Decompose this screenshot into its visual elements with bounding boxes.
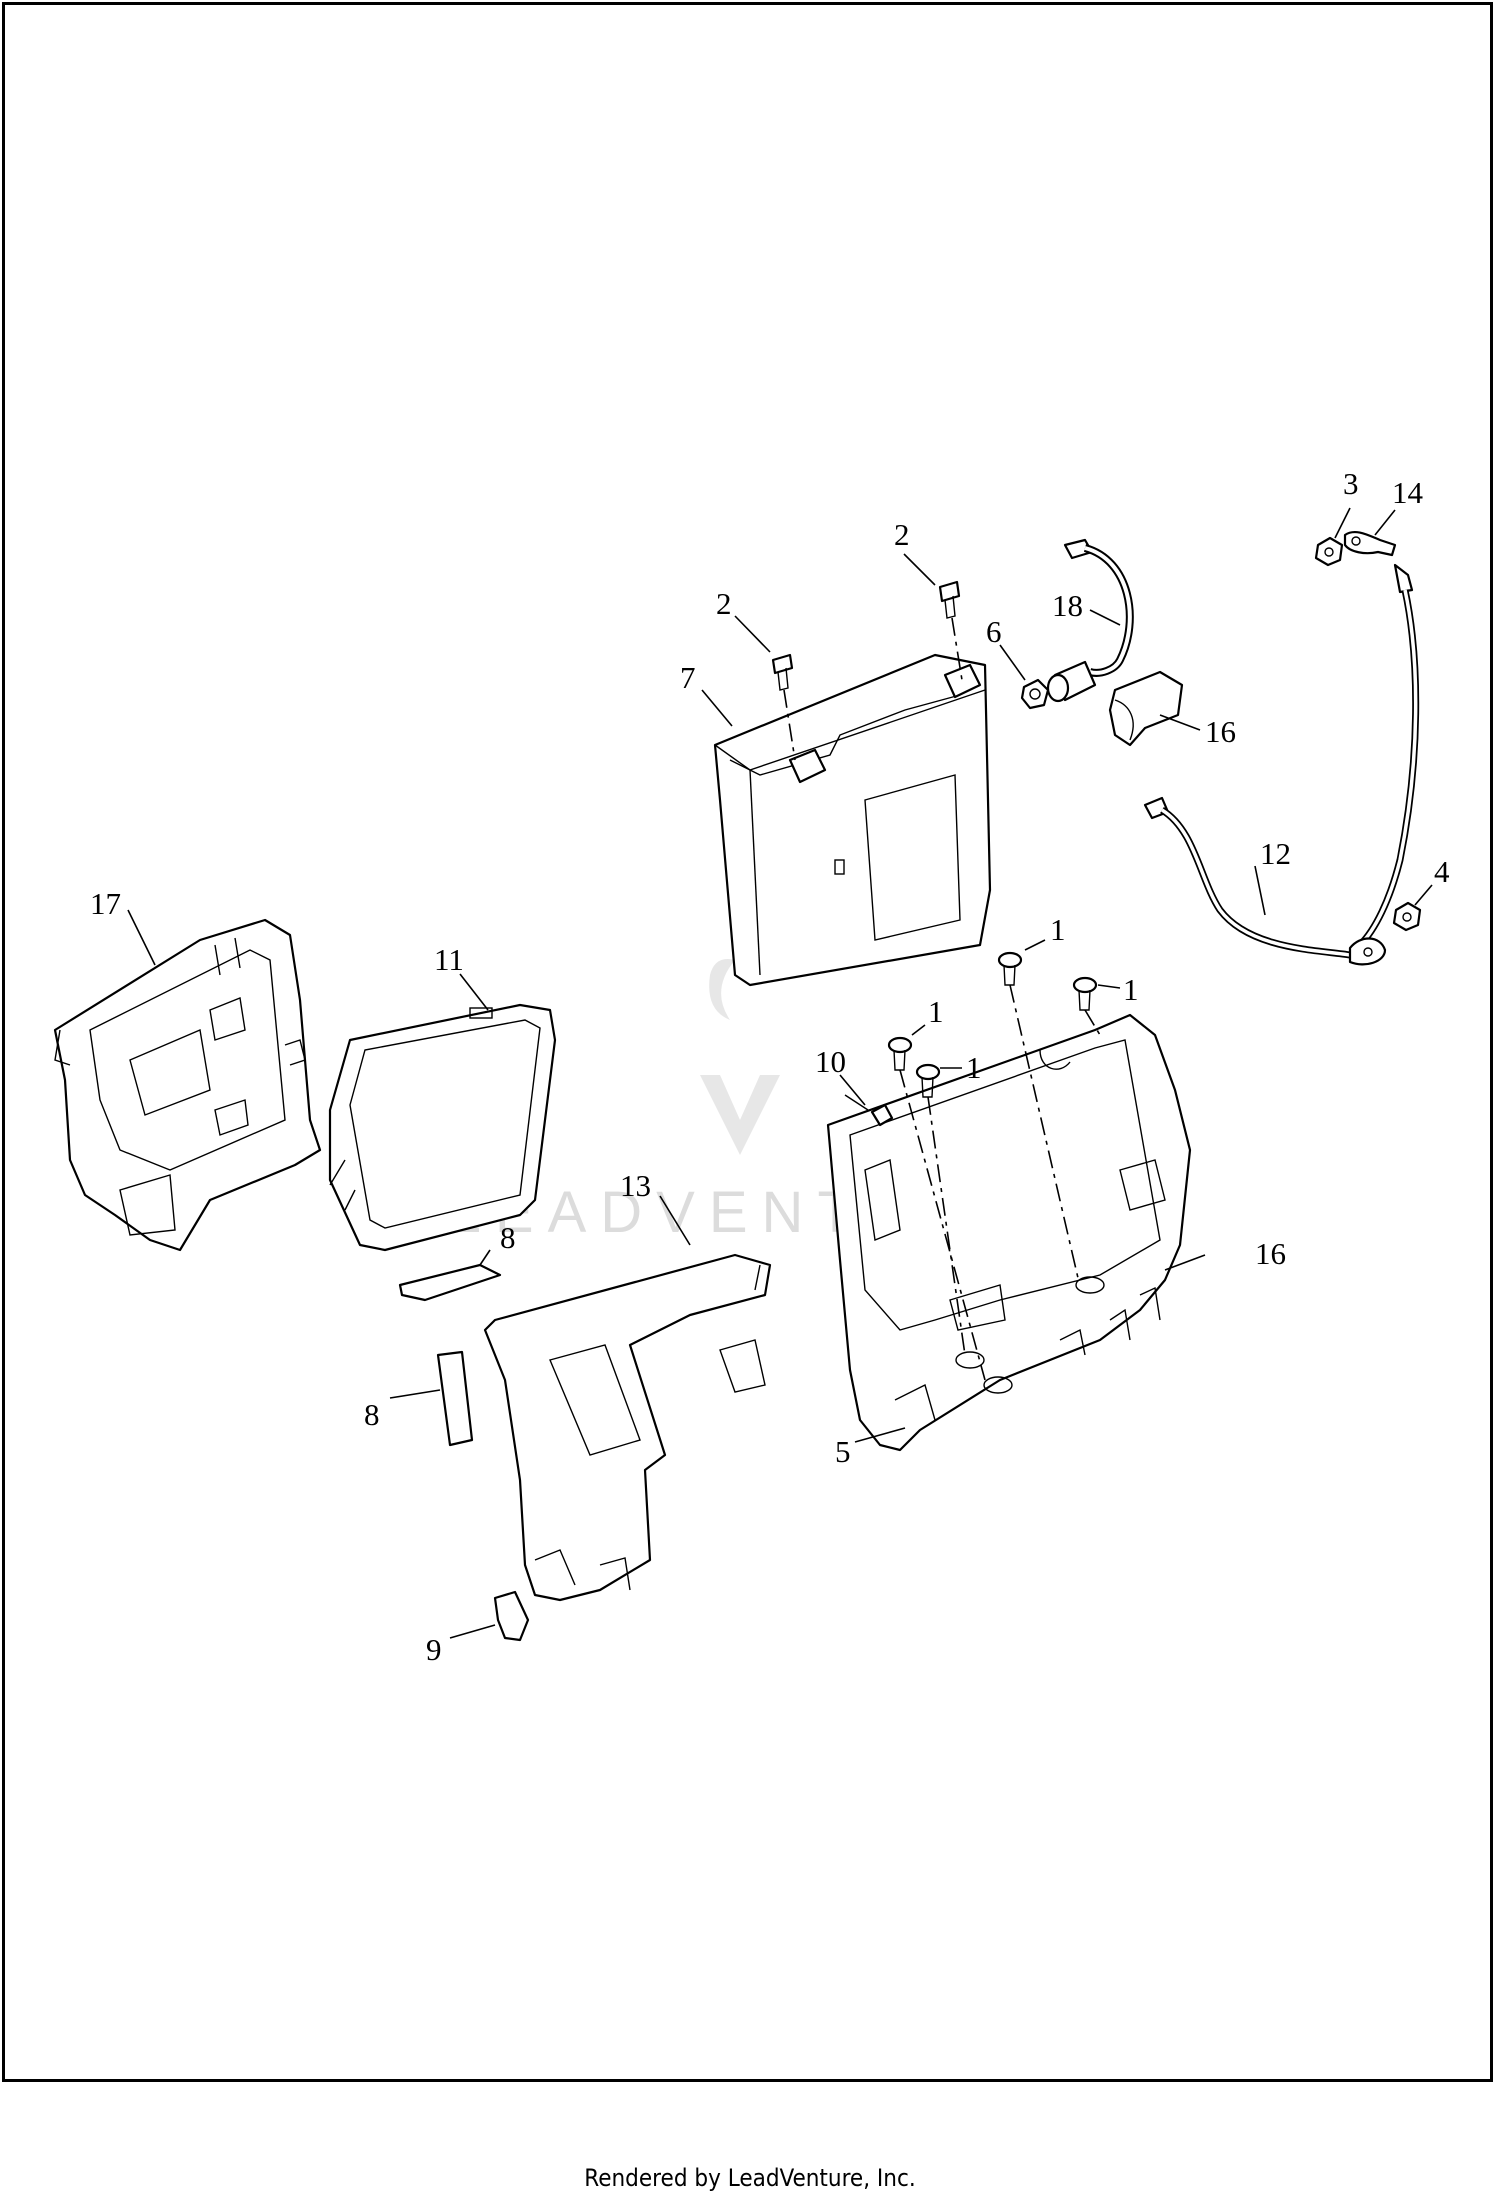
callout-6: 6	[986, 614, 1002, 649]
callout-1-a: 1	[1050, 912, 1066, 947]
callout-1-d: 1	[966, 1050, 982, 1085]
part-16-tray	[826, 1013, 1192, 1452]
callout-8-upper: 8	[500, 1220, 516, 1255]
part-16-boot	[1108, 670, 1184, 747]
footer-credit: Rendered by LeadVenture, Inc.	[584, 2164, 916, 2192]
part-2-screw-left	[771, 653, 794, 691]
callout-8-lower: 8	[364, 1397, 380, 1432]
callout-4: 4	[1434, 854, 1450, 889]
callout-3: 3	[1343, 466, 1359, 501]
callout-5: 5	[835, 1434, 851, 1469]
part-10-screw	[844, 1094, 894, 1127]
callout-9: 9	[426, 1632, 442, 1667]
callout-2-left: 2	[716, 586, 732, 621]
part-8-strip-lower	[436, 1350, 474, 1447]
watermark-logo	[700, 959, 780, 1155]
callout-7: 7	[680, 660, 696, 695]
part-1-screw-d	[915, 1063, 941, 1098]
drawing-frame	[2, 2, 1493, 2082]
part-3-nut	[1314, 536, 1344, 567]
callout-14: 14	[1392, 475, 1424, 510]
callout-16-tray: 16	[1255, 1236, 1286, 1271]
part-17-holder	[53, 918, 322, 1252]
part-13-bracket	[483, 1253, 772, 1602]
part-1-screw-a	[997, 951, 1023, 986]
part-6-nut	[1020, 678, 1050, 710]
callout-2-right: 2	[894, 517, 910, 552]
part-7-battery	[713, 653, 992, 987]
part-9-clip	[493, 1590, 530, 1642]
callout-1-b: 1	[1123, 972, 1139, 1007]
part-11-module	[328, 1003, 557, 1252]
part-4-nut	[1392, 901, 1422, 932]
callout-10: 10	[815, 1044, 846, 1079]
callout-18: 18	[1052, 588, 1083, 623]
part-2-screw-right	[938, 580, 961, 619]
part-8-strip-upper	[398, 1263, 502, 1302]
callout-13: 13	[620, 1168, 651, 1203]
part-18-cable	[1046, 538, 1134, 703]
part-1-screw-b	[1072, 976, 1098, 1011]
callout-11: 11	[434, 942, 464, 977]
part-ground-cable	[1357, 563, 1420, 948]
callout-16-boot: 16	[1205, 714, 1236, 749]
part-1-screw-c	[887, 1036, 913, 1071]
part-14-terminal	[1343, 531, 1397, 557]
callout-12: 12	[1260, 836, 1291, 871]
callout-17: 17	[90, 886, 121, 921]
callout-1-c: 1	[928, 994, 944, 1029]
part-12-cable	[1143, 796, 1387, 966]
